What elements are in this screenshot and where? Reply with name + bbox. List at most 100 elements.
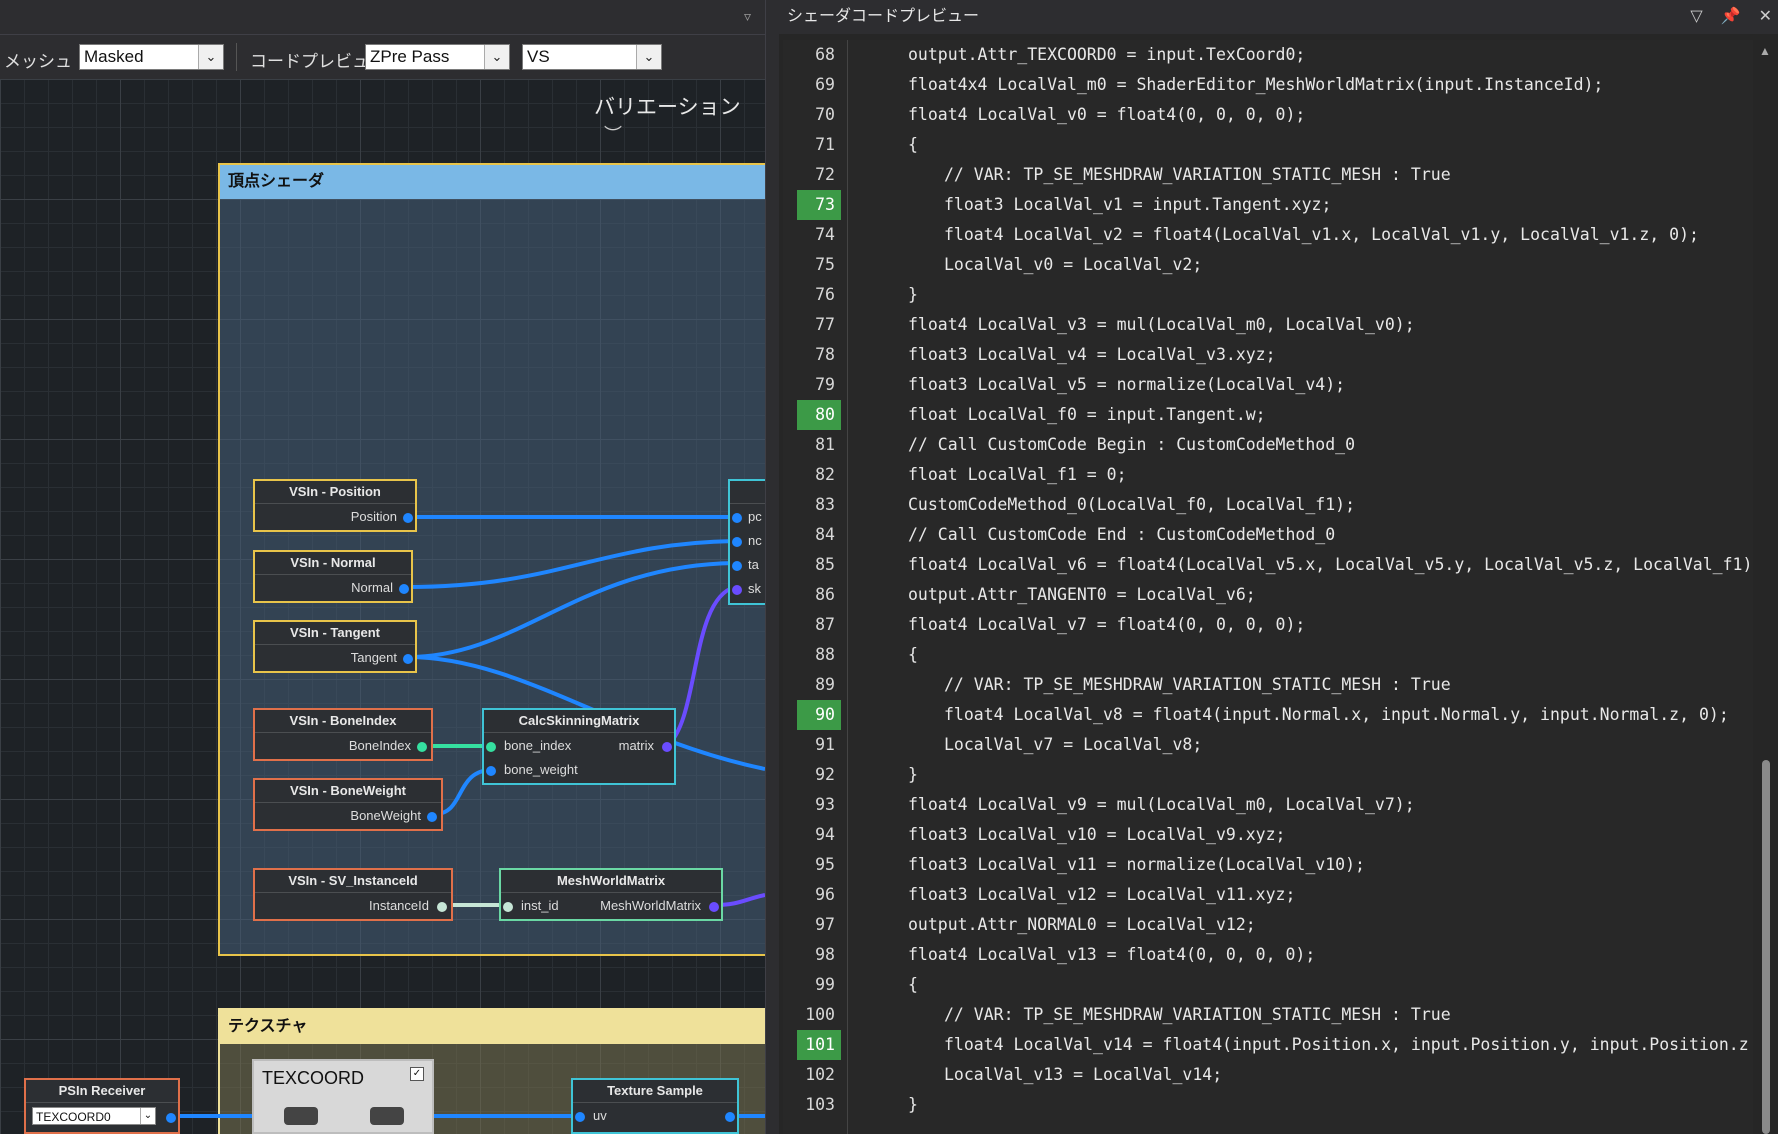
scrollbar-thumb[interactable] bbox=[1762, 760, 1770, 1134]
output-port[interactable] bbox=[709, 902, 719, 912]
code-text: float4 LocalVal_v6 = float4(LocalVal_v5.… bbox=[908, 555, 1753, 574]
chevron-down-icon[interactable]: ⌄ bbox=[636, 45, 661, 69]
node-vertex-output-partial[interactable]: pc nc ta sk bbox=[728, 479, 765, 605]
close-icon[interactable]: ✕ bbox=[1758, 8, 1772, 25]
chevron-down-icon[interactable]: ⌄ bbox=[140, 1108, 155, 1124]
code-line[interactable]: 99{ bbox=[783, 970, 1753, 1000]
node-vsin-tangent[interactable]: VSIn - Tangent Tangent bbox=[253, 620, 417, 673]
output-port[interactable] bbox=[437, 902, 447, 912]
node-calc-skinning-matrix[interactable]: CalcSkinningMatrix bone_index bone_weigh… bbox=[482, 708, 676, 785]
code-line[interactable]: 103} bbox=[783, 1090, 1753, 1120]
vertical-scrollbar[interactable]: ▲ bbox=[1754, 40, 1778, 1134]
code-line[interactable]: 100// VAR: TP_SE_MESHDRAW_VARIATION_STAT… bbox=[783, 1000, 1753, 1030]
input-port[interactable] bbox=[486, 766, 496, 776]
input-port[interactable] bbox=[732, 585, 742, 595]
pass-select[interactable]: ZPre Pass ⌄ bbox=[365, 44, 510, 70]
input-port[interactable] bbox=[732, 513, 742, 523]
swizzle-toggle[interactable] bbox=[370, 1107, 404, 1125]
code-text: // VAR: TP_SE_MESHDRAW_VARIATION_STATIC_… bbox=[944, 675, 1451, 694]
node-vsin-boneindex[interactable]: VSIn - BoneIndex BoneIndex bbox=[253, 708, 433, 761]
input-port[interactable] bbox=[486, 742, 496, 752]
code-line[interactable]: 71{ bbox=[783, 130, 1753, 160]
node-mesh-world-matrix[interactable]: MeshWorldMatrix inst_id MeshWorldMatrix bbox=[499, 868, 723, 921]
output-port[interactable] bbox=[417, 742, 427, 752]
node-texcoord[interactable]: TEXCOORD ✓ bbox=[252, 1059, 434, 1134]
node-vsin-boneweight[interactable]: VSIn - BoneWeight BoneWeight bbox=[253, 778, 443, 831]
code-line[interactable]: 88{ bbox=[783, 640, 1753, 670]
node-psin-receiver[interactable]: PSIn Receiver TEXCOORD0 ⌄ bbox=[24, 1078, 180, 1134]
code-line[interactable]: 81 // Call CustomCode Begin : CustomCodeM… bbox=[783, 430, 1753, 460]
node-vsin-instanceid[interactable]: VSIn - SV_InstanceId InstanceId bbox=[253, 868, 453, 921]
code-text: // Call CustomCode Begin : CustomCodeMet… bbox=[908, 435, 1356, 454]
chevron-down-icon[interactable]: ⌄ bbox=[198, 45, 223, 69]
line-number: 101 bbox=[797, 1030, 841, 1060]
code-line[interactable]: 92} bbox=[783, 760, 1753, 790]
output-port[interactable] bbox=[427, 812, 437, 822]
node-vsin-position[interactable]: VSIn - Position Position bbox=[253, 479, 417, 532]
input-port[interactable] bbox=[575, 1112, 585, 1122]
pin-icon[interactable]: 📌 bbox=[1720, 8, 1741, 25]
panel-splitter[interactable] bbox=[765, 0, 780, 1134]
input-port[interactable] bbox=[732, 537, 742, 547]
line-number: 79 bbox=[815, 375, 835, 394]
chevron-down-icon[interactable]: ︶ bbox=[604, 125, 622, 145]
chevron-down-icon[interactable]: ⌄ bbox=[484, 45, 509, 69]
panel-menu-icon[interactable]: ▿ bbox=[743, 8, 751, 24]
variation-toggle[interactable]: バリエーション︶ bbox=[594, 91, 765, 147]
enable-checkbox[interactable]: ✓ bbox=[410, 1067, 424, 1081]
scroll-up-icon[interactable]: ▲ bbox=[1759, 44, 1771, 58]
output-port[interactable] bbox=[403, 513, 413, 523]
line-number: 81 bbox=[815, 435, 835, 454]
receiver-select[interactable]: TEXCOORD0 ⌄ bbox=[32, 1107, 156, 1125]
input-port[interactable] bbox=[503, 902, 513, 912]
node-vsin-normal[interactable]: VSIn - Normal Normal bbox=[253, 550, 413, 603]
port-label: BoneIndex bbox=[348, 738, 411, 753]
code-line[interactable]: 72// VAR: TP_SE_MESHDRAW_VARIATION_STATI… bbox=[783, 160, 1753, 190]
node-texture-sample[interactable]: Texture Sample uv bbox=[571, 1078, 739, 1134]
code-text: output.Attr_TEXCOORD0 = input.TexCoord0; bbox=[908, 45, 1306, 64]
node-canvas[interactable]: バリエーション︶ 頂点シェーダ テクスチャ VSIn - Position Po… bbox=[0, 79, 765, 1134]
output-port[interactable] bbox=[725, 1112, 735, 1122]
output-port[interactable] bbox=[399, 584, 409, 594]
dropdown-icon[interactable]: ▽ bbox=[1690, 8, 1703, 25]
output-port[interactable] bbox=[403, 654, 413, 664]
line-number: 94 bbox=[815, 825, 835, 844]
code-line[interactable]: 84// Call CustomCode End : CustomCodeMet… bbox=[783, 520, 1753, 550]
pass-select-value: ZPre Pass bbox=[370, 47, 450, 66]
input-port[interactable] bbox=[732, 561, 742, 571]
output-port[interactable] bbox=[662, 742, 672, 752]
swizzle-toggle[interactable] bbox=[284, 1107, 318, 1125]
code-line[interactable]: 76} bbox=[783, 280, 1753, 310]
stage-select[interactable]: VS ⌄ bbox=[522, 44, 662, 70]
mesh-select[interactable]: Masked ⌄ bbox=[79, 44, 224, 70]
output-port[interactable] bbox=[166, 1113, 176, 1123]
node-title: PSIn Receiver bbox=[26, 1080, 178, 1103]
code-line[interactable]: 89// VAR: TP_SE_MESHDRAW_VARIATION_STATI… bbox=[783, 670, 1753, 700]
